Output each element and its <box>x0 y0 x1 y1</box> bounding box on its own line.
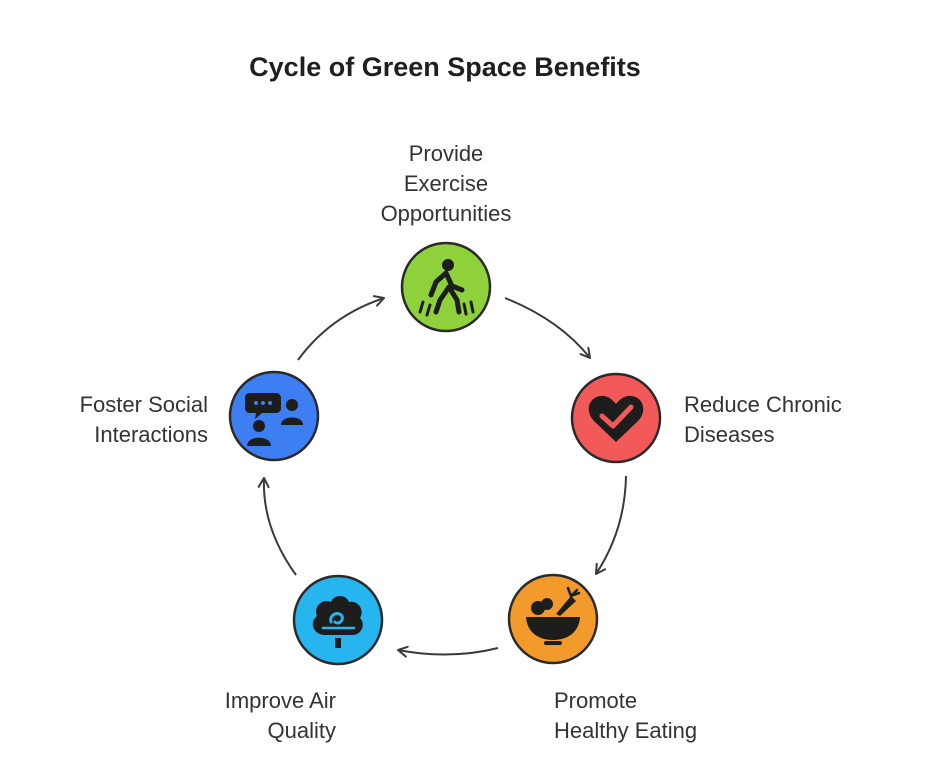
label-exercise: Provide Exercise Opportunities <box>380 141 512 226</box>
arrow-eating-to-air <box>397 645 499 658</box>
vegetable-bowl-icon <box>526 586 581 645</box>
heart-check-icon <box>588 395 644 442</box>
people-chat-icon <box>245 393 303 446</box>
label-air: Improve Air Quality <box>224 688 336 743</box>
node-air <box>292 574 384 666</box>
label-chronic: Reduce Chronic Diseases <box>684 392 842 447</box>
label-eating: Promote Healthy Eating <box>554 688 698 743</box>
arrow-chronic-to-eating <box>595 475 627 575</box>
diagram-title: Cycle of Green Space Benefits <box>249 52 641 82</box>
walking-person-icon <box>418 259 475 317</box>
arrow-air-to-social <box>257 477 297 576</box>
arrow-social-to-exercise <box>297 295 385 361</box>
arrow-exercise-to-chronic <box>504 297 591 359</box>
node-eating <box>507 573 599 665</box>
node-social-circle <box>228 370 320 462</box>
label-social: Foster Social Interactions <box>79 392 208 447</box>
node-exercise <box>400 241 492 333</box>
node-chronic <box>570 372 662 464</box>
node-social <box>228 370 320 462</box>
tree-cloud-icon <box>312 596 363 648</box>
